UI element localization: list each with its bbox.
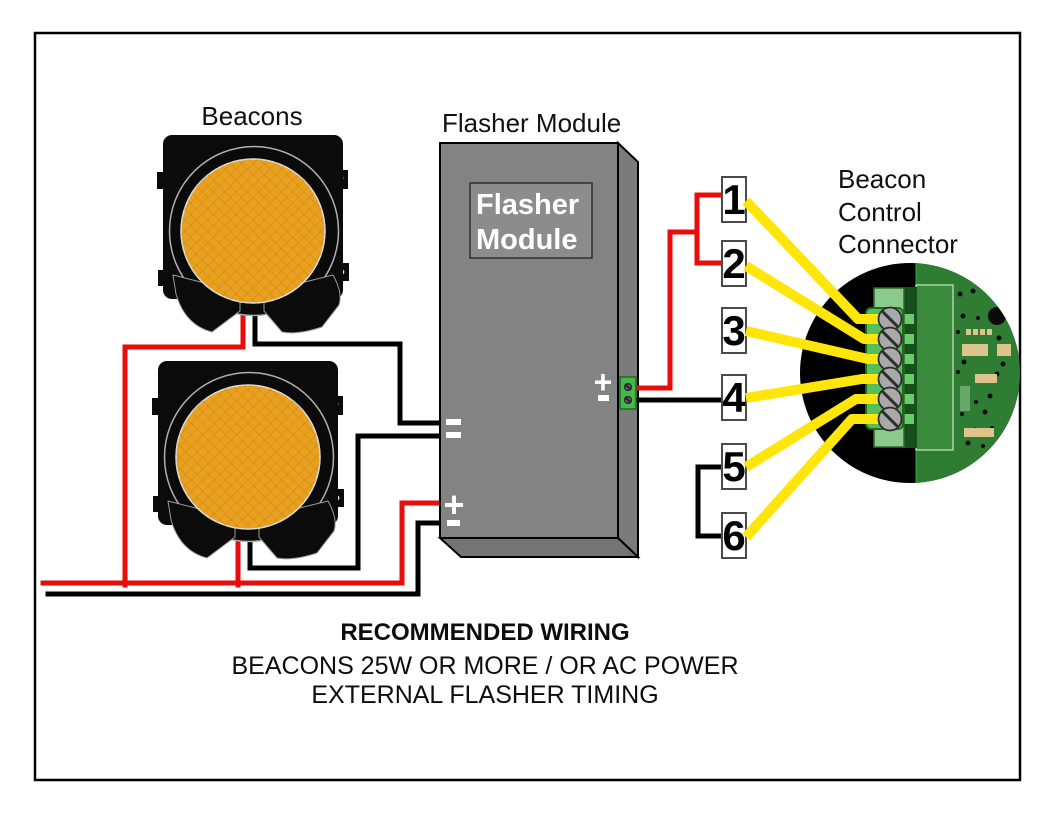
module-left-minus-dash <box>447 520 460 526</box>
module-output-terminal-block <box>619 376 637 410</box>
module-right-plus: + <box>594 364 613 400</box>
connector-label: Beacon Control Connector <box>838 164 958 259</box>
terminal-box-6 <box>721 512 747 559</box>
connector-tab <box>904 314 914 324</box>
connector-tab <box>904 414 914 424</box>
terminal-label-5: 5 <box>722 443 745 490</box>
flasher-module: Flasher Module + + <box>437 140 641 560</box>
terminal-box-5 <box>721 443 747 490</box>
wire-yellow-6 <box>742 414 886 541</box>
wire-black-beacon1 <box>252 292 446 426</box>
caption-line2: BEACONS 25W OR MORE / OR AC POWER <box>231 652 738 680</box>
power-bus-red <box>40 500 446 586</box>
power-bus-black <box>45 520 446 597</box>
beacons-label: Beacons <box>201 101 302 131</box>
connector-label-line1: Beacon <box>838 164 926 194</box>
screw-slot <box>624 383 632 391</box>
connector-tab <box>904 394 914 404</box>
flasher-module-label: Flasher Module <box>442 108 621 138</box>
module-right-minus-dash <box>598 395 609 401</box>
wire-yellow-5 <box>743 394 886 472</box>
module-side-face <box>617 140 639 560</box>
connector-screws <box>877 306 903 432</box>
terminal-label-2: 2 <box>722 240 745 287</box>
wire-yellow-1 <box>742 197 886 324</box>
module-face-label-box <box>469 182 593 259</box>
module-face-label-line1: Flasher <box>476 189 579 221</box>
connector-label-line3: Connector <box>838 229 958 259</box>
connector-dark-strip <box>902 287 917 448</box>
wire-black-terminal-5-6-jumper <box>695 464 725 539</box>
module-bottom-face <box>437 537 641 558</box>
connector-label-line2: Control <box>838 197 922 227</box>
connector-tab <box>904 334 914 344</box>
terminal-label-3: 3 <box>722 307 745 354</box>
beacon-2 <box>151 360 345 560</box>
module-flash-output-dash-1 <box>446 419 461 425</box>
terminal-label-4: 4 <box>722 374 746 421</box>
caption-line3: EXTERNAL FLASHER TIMING <box>311 681 658 709</box>
screw-icon <box>877 406 903 432</box>
wire-red-module-to-terminals-1-2 <box>627 192 725 391</box>
wire-red-beacon1 <box>122 292 246 588</box>
screw-slot <box>624 396 632 404</box>
caption: RECOMMENDED WIRING BEACONS 25W OR MORE /… <box>231 619 738 709</box>
module-left-plus: + <box>443 484 464 525</box>
module-flash-output-dash-2 <box>446 432 461 438</box>
terminal-label-1: 1 <box>722 176 745 223</box>
connector-tab <box>904 354 914 364</box>
terminal-box-2 <box>721 240 747 287</box>
terminal-list: 1 2 3 4 5 6 <box>721 176 747 559</box>
module-green-block <box>619 376 637 410</box>
pcb-components <box>956 288 1011 448</box>
terminal-box-3 <box>721 307 747 354</box>
beacon-1 <box>156 134 350 334</box>
terminal-box-1 <box>721 176 747 223</box>
wire-black-beacon2 <box>247 433 446 571</box>
connector-body <box>915 284 954 451</box>
module-face-label-line2: Module <box>476 224 578 256</box>
caption-line1: RECOMMENDED WIRING <box>340 619 629 646</box>
terminal-label-6: 6 <box>722 512 745 559</box>
connector-tab <box>904 374 914 384</box>
